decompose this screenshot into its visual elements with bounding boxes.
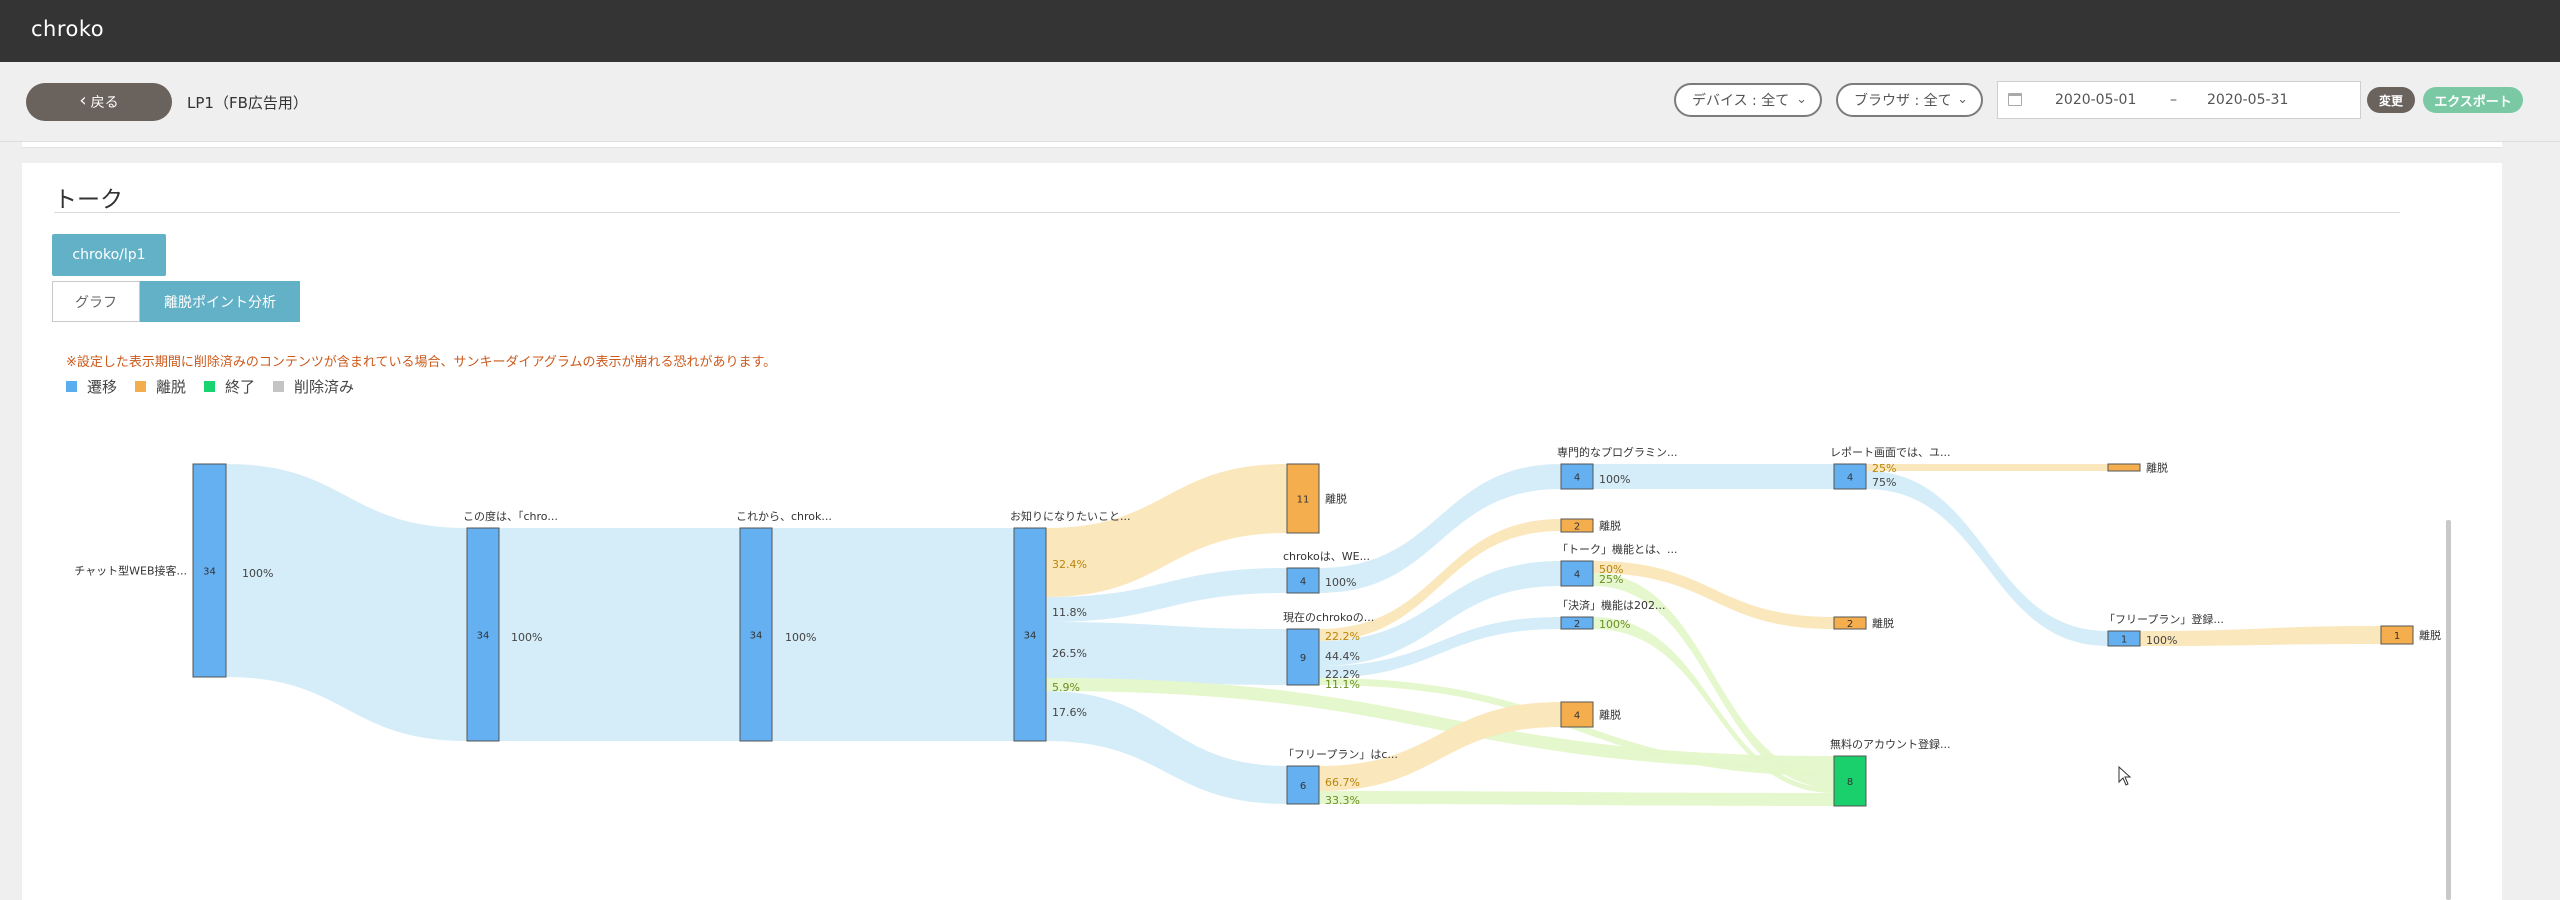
back-button[interactable]: ‹ 戻る [26,83,172,121]
chevron-down-icon: ⌄ [1957,92,1968,107]
legend-item-deleted: 削除済み [273,376,354,397]
brand-logo[interactable]: chroko [31,17,105,41]
calendar-icon [2008,93,2022,106]
browser-select[interactable]: ブラウザ : 全て ⌄ [1836,83,1983,117]
content-panel [22,163,2502,900]
legend-label: 遷移 [87,378,118,396]
mouse-cursor-icon [2118,766,2132,786]
legend-item-transition: 遷移 [66,376,117,397]
section-title: トーク [54,187,123,213]
chevron-down-icon: ⌄ [1796,92,1807,107]
date-end[interactable]: 2020-05-31 [2207,92,2289,108]
date-start[interactable]: 2020-05-01 [2055,92,2137,108]
legend-swatch [204,381,216,392]
page-title: LP1（FB広告用） [187,94,308,112]
change-button[interactable]: 変更 [2367,87,2415,113]
back-button-label: 戻る [90,95,119,111]
scrollbar[interactable] [2446,520,2451,900]
legend-swatch [66,381,77,392]
date-separator: – [2170,92,2177,108]
legend-label: 終了 [225,378,256,396]
warning-text: ※設定した表示期間に削除済みのコンテンツが含まれている場合、サンキーダイアグラム… [66,355,777,370]
device-select[interactable]: デバイス : 全て ⌄ [1674,83,1822,117]
legend-item-dropoff: 離脱 [135,376,186,397]
page-toolbar: ‹ 戻る LP1（FB広告用） デバイス : 全て ⌄ ブラウザ : 全て ⌄ … [0,62,2560,142]
legend: 遷移 離脱 終了 削除済み [66,376,354,397]
export-button[interactable]: エクスポート [2423,87,2523,113]
chevron-left-icon: ‹ [79,90,87,111]
legend-label: 削除済み [294,378,355,396]
section-divider [54,212,2400,213]
date-range-input[interactable]: 2020-05-01 – 2020-05-31 [1997,81,2361,119]
legend-label: 離脱 [156,378,187,396]
tab-graph[interactable]: グラフ [52,281,140,322]
top-bar: chroko [0,0,2560,62]
legend-item-finish: 終了 [204,376,255,397]
browser-select-value: ブラウザ : 全て [1854,93,1952,109]
panel-top-strip [22,142,2502,148]
tab-dropoff-analysis[interactable]: 離脱ポイント分析 [140,281,300,322]
legend-swatch [273,381,285,392]
page-chip[interactable]: chroko/lp1 [52,234,166,276]
legend-swatch [135,381,147,392]
device-select-value: デバイス : 全て [1692,93,1790,109]
